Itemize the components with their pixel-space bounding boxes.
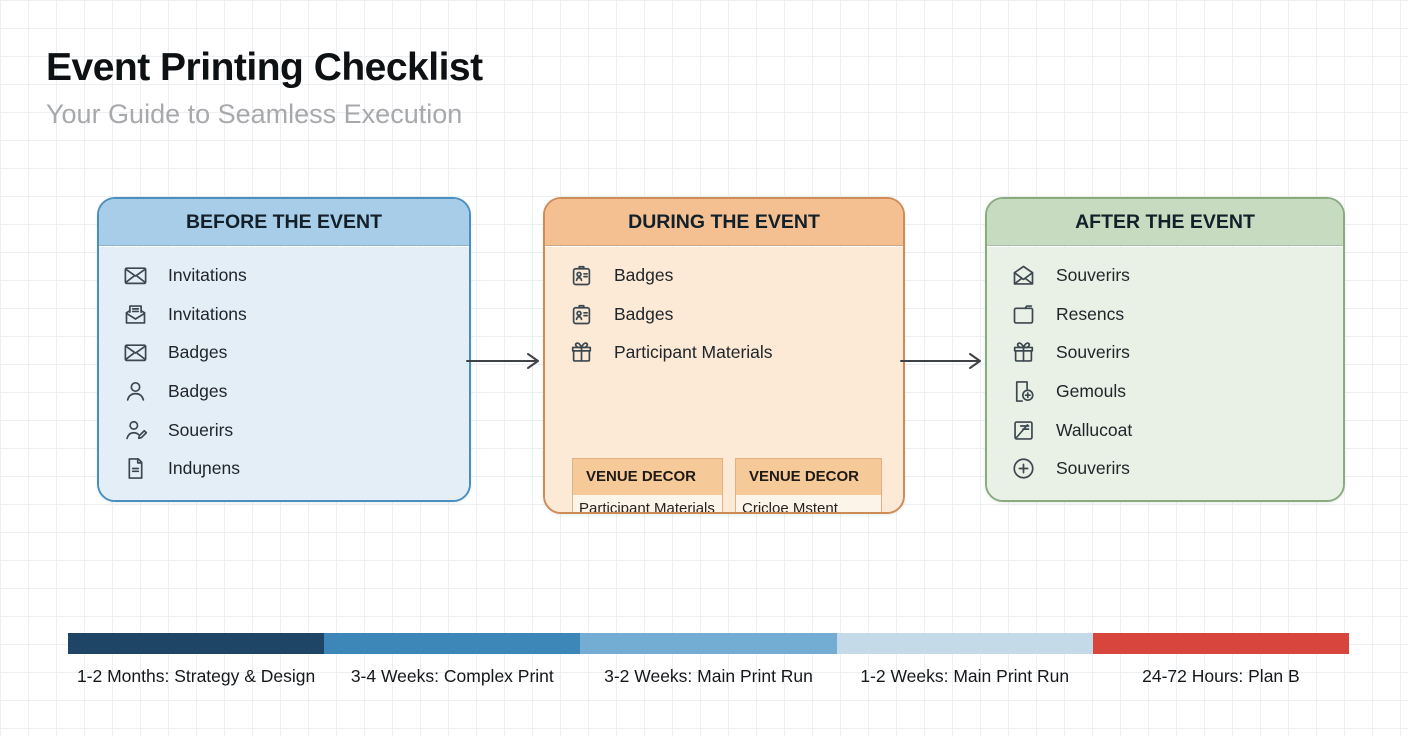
timeline-label: 1-2 Months: Strategy & Design: [76, 666, 316, 686]
panel-header: BEFORE THE EVENT: [99, 199, 469, 246]
item-label: Resencs: [1056, 303, 1125, 324]
panel-body: Invitations Invitations Badges Badges: [99, 246, 469, 500]
checklist-item: Participant Materials: [568, 334, 903, 373]
checklist-item: Souverirs: [1010, 257, 1343, 296]
mail-open-letter-icon: [122, 301, 149, 328]
item-label: Wallucoat: [1056, 419, 1133, 440]
venue-decor-body: Participant Materials Materials: [579, 499, 715, 514]
item-label: Invitations: [168, 265, 247, 286]
user-icon: [122, 378, 149, 405]
checklist-item: Resencs: [1010, 295, 1343, 334]
checklist-item: Badges: [122, 334, 469, 373]
mail-icon: [122, 339, 149, 366]
timeline-label: 1-2 Weeks: Main Print Run: [860, 666, 1070, 686]
timeline-label: 3-2 Weeks: Main Print Run: [604, 666, 813, 686]
document-icon: [122, 455, 149, 482]
mail-icon: [122, 262, 149, 289]
checklist-item: Souverirs: [1010, 449, 1343, 488]
timeline-segment: [836, 633, 1093, 654]
timeline-segment: [324, 633, 581, 654]
timeline-segment: [580, 633, 837, 654]
page-title: Event Printing Checklist: [46, 46, 483, 89]
timeline-labels: 1-2 Months: Strategy & Design 3-4 Weeks:…: [68, 666, 1349, 687]
item-label: Badges: [614, 265, 674, 286]
venue-decor-box: VENUE DECOR Cricloe Mstent: [735, 457, 882, 514]
timeline-bar: [68, 633, 1350, 654]
panel-header: AFTER THE EVENT: [987, 199, 1343, 246]
item-label: Invitations: [168, 303, 247, 324]
timeline-label: 24-72 Hours: Plan B: [1142, 666, 1300, 686]
item-label: Souverirs: [1056, 458, 1130, 479]
item-label: Badges: [168, 342, 228, 363]
mail-open-icon: [1010, 262, 1037, 289]
user-edit-icon: [122, 417, 149, 444]
item-label: Souverirs: [1056, 342, 1130, 363]
item-label: Souverirs: [1056, 265, 1130, 286]
venue-decor-title: VENUE DECOR: [736, 458, 881, 495]
venue-decor-box: VENUE DECOR Participant Materials Materi…: [572, 457, 723, 514]
item-label: Badges: [614, 303, 674, 324]
venue-decor-title: VENUE DECOR: [573, 458, 722, 495]
panel-before-the-event: BEFORE THE EVENT Invitations Invitations…: [97, 197, 471, 502]
checklist-item: Badges: [568, 295, 903, 334]
note-edit-icon: [1010, 417, 1037, 444]
timeline-segment: [1092, 633, 1350, 654]
checklist-item: Souverirs: [1010, 334, 1343, 373]
checklist-item: Invitations: [122, 257, 469, 296]
checklist-item: Badges: [122, 372, 469, 411]
timeline-segment: [68, 633, 325, 654]
folder-icon: [1010, 301, 1037, 328]
page-subtitle: Your Guide to Seamless Execution: [46, 99, 463, 129]
panel-after-the-event: AFTER THE EVENT Souverirs Resencs Souver…: [985, 197, 1345, 502]
panel-body: Souverirs Resencs Souverirs Gemouls: [987, 246, 1343, 500]
checklist-item: Badges: [568, 257, 903, 296]
item-label: Badges: [168, 381, 228, 402]
item-label: Induɲens: [168, 458, 241, 479]
checklist-item: Induɲens: [122, 449, 469, 488]
gift-icon: [568, 339, 595, 366]
item-label: Souerirs: [168, 419, 234, 440]
item-label: Gemouls: [1056, 381, 1127, 402]
panel-body: Badges Badges Participant Materials VENU…: [545, 246, 903, 514]
checklist-item: Gemouls: [1010, 372, 1343, 411]
panel-header: DURING THE EVENT: [545, 199, 903, 246]
id-badge-icon: [568, 262, 595, 289]
checklist-item: Wallucoat: [1010, 411, 1343, 450]
flow-arrow-icon: [466, 350, 544, 372]
file-plus-icon: [1010, 378, 1037, 405]
circle-plus-icon: [1010, 455, 1037, 482]
flow-arrow-icon: [900, 350, 986, 372]
venue-decor-body: Cricloe Mstent: [742, 499, 838, 514]
panel-during-the-event: DURING THE EVENT Badges Badges Participa…: [543, 197, 905, 514]
checklist-item: Souerirs: [122, 411, 469, 450]
gift-icon: [1010, 339, 1037, 366]
timeline-label: 3-4 Weeks: Complex Print: [350, 666, 554, 686]
id-badge-icon: [568, 301, 595, 328]
checklist-item: Invitations: [122, 295, 469, 334]
item-label: Participant Materials: [614, 342, 773, 363]
